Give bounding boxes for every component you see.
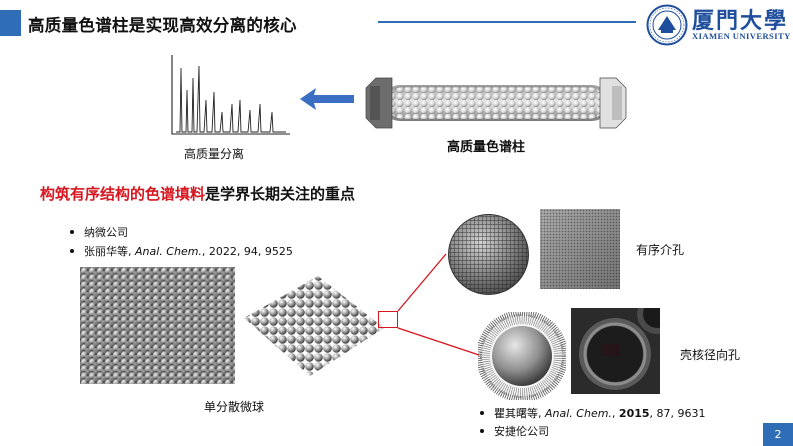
chromatography-column-image bbox=[364, 72, 628, 134]
slide-title: 高质量色谱柱是实现高效分离的核心 bbox=[28, 12, 297, 36]
sphere-lattice-image bbox=[242, 272, 386, 380]
title-marker bbox=[0, 10, 21, 36]
column-label: 高质量色谱柱 bbox=[447, 136, 525, 155]
headline-rest: 是学界长期关注的重点 bbox=[205, 185, 355, 203]
university-logo-english: XIAMEN UNIVERSITY bbox=[692, 31, 791, 41]
core-shell-label: 壳核径向孔 bbox=[680, 346, 740, 363]
section-headline: 构筑有序结构的色谱填料是学界长期关注的重点 bbox=[40, 183, 355, 204]
chromatogram-label: 高质量分离 bbox=[184, 145, 244, 162]
zoom-indicator bbox=[378, 311, 398, 328]
reference-item: 瞿其曙等, Anal. Chem., 2015, 87, 9631 bbox=[480, 405, 706, 421]
ordered-mesopore-label: 有序介孔 bbox=[636, 241, 684, 258]
bullet-icon bbox=[70, 230, 74, 234]
reference-item: 安捷伦公司 bbox=[480, 423, 549, 439]
page-number: 2 bbox=[763, 423, 793, 446]
monodisperse-label: 单分散微球 bbox=[204, 398, 264, 415]
tem-ordered-pores-image bbox=[540, 209, 620, 289]
reference-item: 张丽华等, Anal. Chem., 2022, 94, 9525 bbox=[70, 243, 293, 259]
bullet-icon bbox=[480, 429, 484, 433]
chromatogram-plot bbox=[166, 52, 294, 144]
university-seal-icon bbox=[646, 4, 688, 46]
sem-microspheres-image bbox=[80, 267, 235, 384]
bullet-icon bbox=[480, 411, 484, 415]
headline-highlight: 构筑有序结构的色谱填料 bbox=[40, 185, 205, 203]
left-arrow-icon bbox=[298, 85, 356, 113]
reference-item: 纳微公司 bbox=[70, 224, 128, 240]
title-divider bbox=[378, 21, 636, 23]
core-shell-sphere-image bbox=[478, 312, 566, 400]
tem-core-shell-image bbox=[571, 308, 660, 394]
mesoporous-sphere-image bbox=[446, 212, 531, 297]
bullet-icon bbox=[70, 249, 74, 253]
